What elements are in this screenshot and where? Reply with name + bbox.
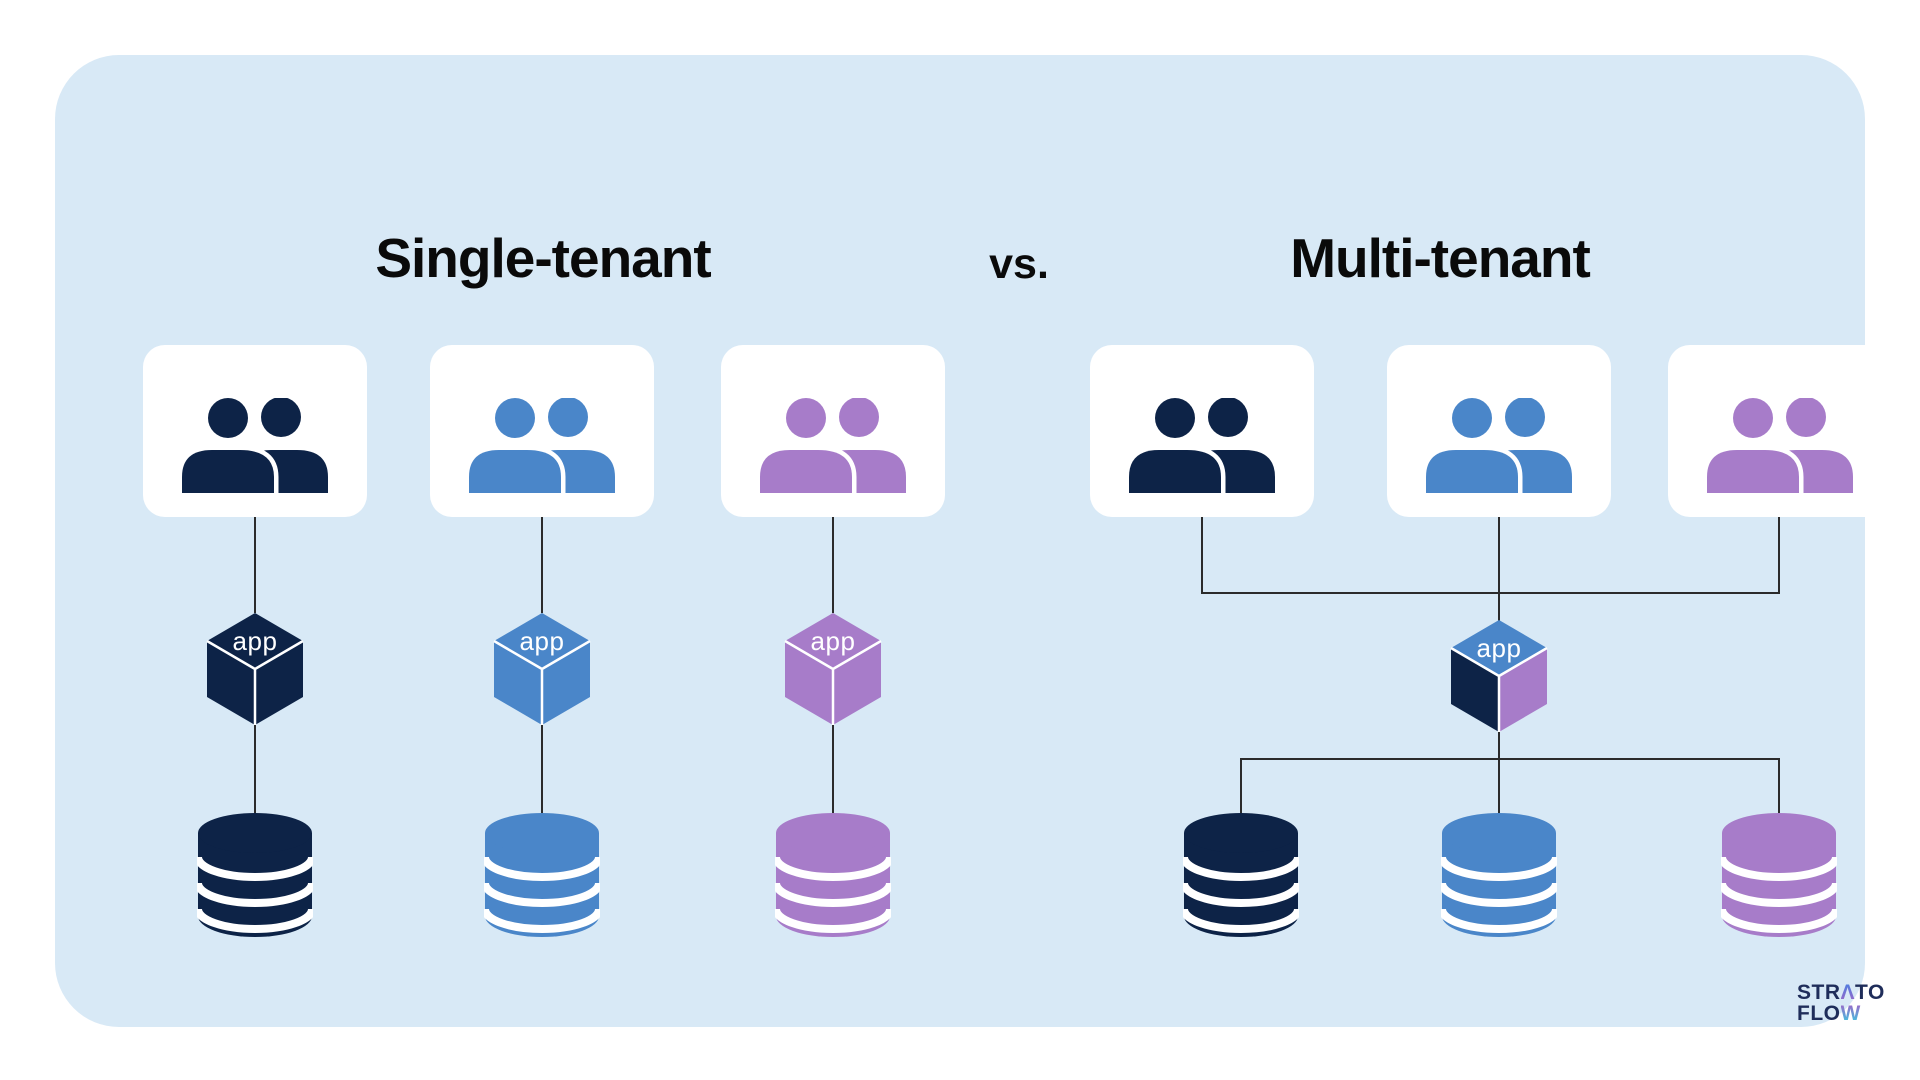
connector-line	[1778, 758, 1780, 813]
database-icon	[484, 812, 600, 938]
single-tenant-title: Single-tenant	[375, 227, 711, 289]
users-icon	[1425, 398, 1573, 493]
logo-line-2: FLOW	[1797, 1002, 1861, 1025]
database-icon	[1721, 812, 1837, 938]
multi-tenant-title: Multi-tenant	[1290, 227, 1591, 289]
connector-line	[1201, 517, 1203, 594]
app-cube-label: app	[1476, 633, 1522, 663]
app-cube-label: app	[232, 626, 278, 656]
tenant-card-single-2	[430, 345, 654, 517]
database-icon	[1441, 812, 1557, 938]
connector-line	[541, 725, 543, 813]
logo-line-1: STRΛTO	[1797, 981, 1885, 1004]
app-cube-icon: app	[492, 613, 592, 726]
tenant-card-single-1	[143, 345, 367, 517]
tenant-card-single-3	[721, 345, 945, 517]
diagram-panel: Single-tenant vs. Multi-tenant	[55, 55, 1892, 1027]
app-cube-label: app	[810, 626, 856, 656]
users-icon	[468, 398, 616, 493]
connector-line	[1778, 517, 1780, 594]
connector-bus	[1201, 592, 1780, 594]
logo-accent-a: Λ	[1840, 981, 1856, 1004]
connector-line	[1498, 758, 1500, 813]
connector-line	[254, 517, 256, 613]
connector-line	[254, 725, 256, 813]
database-icon	[1183, 812, 1299, 938]
users-icon	[1706, 398, 1854, 493]
connector-line	[541, 517, 543, 613]
database-icon	[197, 812, 313, 938]
app-cube-label: app	[519, 626, 565, 656]
users-icon	[1128, 398, 1276, 493]
connector-line	[1498, 729, 1500, 760]
connector-line	[1240, 758, 1242, 813]
app-cube-icon: app	[205, 613, 305, 726]
app-cube-icon: app	[783, 613, 883, 726]
database-icon	[775, 812, 891, 938]
stratoflow-logo: STRΛTO FLOW	[1797, 982, 1885, 1024]
users-icon	[181, 398, 329, 493]
connector-line	[1498, 517, 1500, 621]
tenant-card-multi-2	[1387, 345, 1611, 517]
connector-line	[832, 517, 834, 613]
vs-separator: vs.	[989, 240, 1049, 288]
shared-app-cube-icon: app	[1449, 620, 1549, 733]
tenant-card-multi-1	[1090, 345, 1314, 517]
users-icon	[759, 398, 907, 493]
logo-accent-w: W	[1840, 1002, 1861, 1025]
tenant-card-multi-3	[1668, 345, 1892, 517]
connector-bus	[1240, 758, 1780, 760]
connector-line	[832, 725, 834, 813]
